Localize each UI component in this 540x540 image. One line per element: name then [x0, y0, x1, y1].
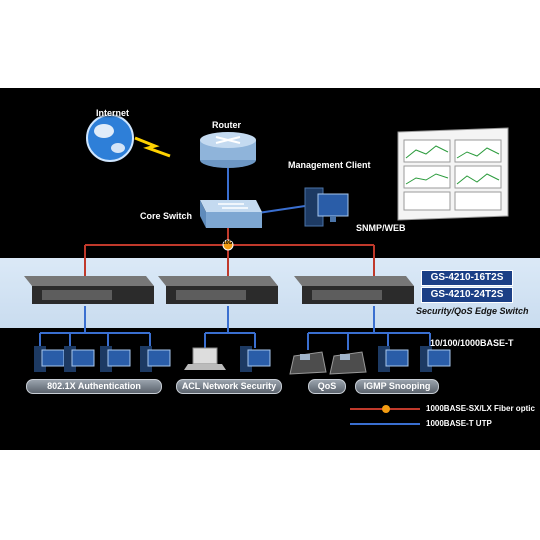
router-icon	[200, 132, 256, 168]
feature-8021x: 802.1X Authentication	[26, 379, 162, 394]
edge-switch-icon	[24, 276, 154, 304]
wireless-link	[134, 136, 171, 158]
ip-phone-icon	[329, 351, 367, 375]
router-label: Router	[212, 120, 241, 130]
legend-fiber-label: 1000BASE-SX/LX Fiber optic	[426, 404, 535, 413]
fiber-node	[222, 239, 234, 251]
desktop-icon	[420, 346, 451, 372]
desktop-icon	[34, 346, 65, 372]
switch-icon	[200, 200, 262, 228]
desktop-icon	[378, 346, 409, 372]
ip-phone-icon	[289, 351, 327, 375]
desktop-icon	[140, 346, 171, 372]
internet-label: Internet	[96, 108, 130, 118]
model-badge-24t2s: GS-4210-24T2S	[421, 287, 513, 303]
desktop-icon	[304, 187, 349, 227]
access-link-label: 10/100/1000BASE-T	[430, 338, 514, 348]
globe-icon	[86, 114, 134, 162]
legend-fiber-node	[382, 405, 390, 413]
management-client-label: Management Client	[288, 160, 371, 170]
monitor-screenshot-icon	[397, 127, 509, 221]
feature-igmp: IGMP Snooping	[355, 379, 439, 394]
fiber-node-label: 10G	[223, 240, 233, 246]
core-switch-label: Core Switch	[140, 211, 193, 221]
edge-switch-icon	[294, 276, 414, 304]
snmp-label: SNMP/WEB	[356, 223, 406, 233]
legend-utp-label: 1000BASE-T UTP	[426, 419, 492, 428]
desktop-icon	[64, 346, 95, 372]
desktop-icon	[240, 346, 271, 372]
feature-acl: ACL Network Security	[176, 379, 282, 394]
topology-lines	[24, 114, 509, 425]
edge-switch-tagline: Security/QoS Edge Switch	[416, 306, 529, 316]
edge-switch-icon	[158, 276, 278, 304]
network-diagram: Internet Router Core Switch Management C…	[0, 88, 540, 450]
core-client-link	[257, 205, 306, 214]
model-badge-16t2s: GS-4210-16T2S	[421, 270, 513, 286]
laptop-icon	[184, 347, 226, 370]
desktop-icon	[100, 346, 131, 372]
feature-qos: QoS	[308, 379, 346, 394]
